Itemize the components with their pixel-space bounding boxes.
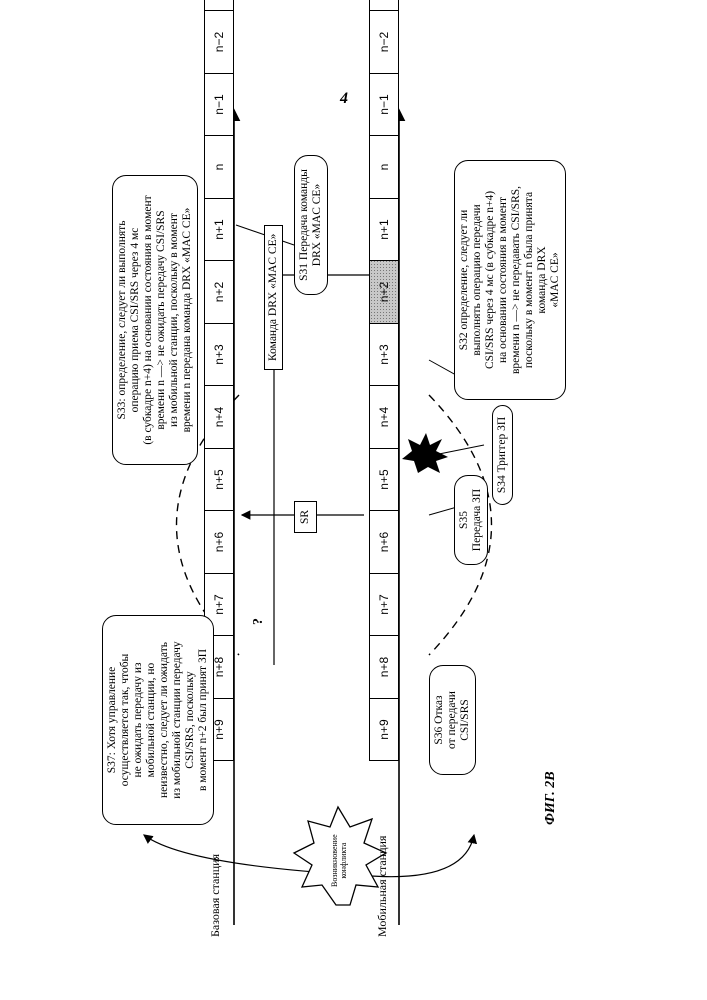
subframe-cell: n−3 xyxy=(204,0,234,12)
question-mark: ? xyxy=(252,618,265,625)
subframe-cell: n xyxy=(204,135,234,199)
s34-line-1: S34 Триггер ЗП xyxy=(496,412,509,498)
s34-leader xyxy=(434,445,484,455)
s34-box: S34 Триггер ЗП xyxy=(492,405,513,505)
subframe-cell: n+3 xyxy=(369,323,399,387)
s31-line-1: S31 Передача команды xyxy=(298,162,311,288)
subframe-cell: n−1 xyxy=(369,73,399,137)
s33-line-5: из мобильной станции, поскольку в момент xyxy=(168,182,181,458)
subframe-cell: n+1 xyxy=(369,198,399,262)
s35-box: S35 Передача ЗП xyxy=(454,475,488,565)
subframe-cell: n xyxy=(369,135,399,199)
s32-line-1: S32 определение, следует ли xyxy=(458,167,471,393)
mobile-station-subframes: n−3n−2n−1nn+1n+2n+3n+4n+5n+6n+7n+8n+9 xyxy=(369,0,399,760)
s32-line-3: CSI/SRS через 4 мс (в субкадре n+4) xyxy=(484,167,497,393)
drx-command-label: Команда DRX «MAC CE» xyxy=(267,234,280,361)
subframe-cell: n−3 xyxy=(369,0,399,12)
trigger-burst xyxy=(402,433,448,473)
subframe-cell: n+5 xyxy=(204,448,234,512)
conflict-label: Возникновение конфликта xyxy=(330,834,348,887)
subframe-cell: n+5 xyxy=(369,448,399,512)
subframe-cell: n−2 xyxy=(369,10,399,74)
s32-line-2: выполнять операцию передачи xyxy=(471,167,484,393)
s36-box: S36 Отказ от передачи CSI/SRS xyxy=(429,665,476,775)
s33-line-4: времени n —> не ожидать передачу CSI/SRS xyxy=(155,182,168,458)
s33-line-2: операцию приема CSI/SRS через 4 мс xyxy=(129,182,142,458)
s32-box: S32 определение, следует ли выполнять оп… xyxy=(454,160,566,400)
figure-caption: ФИГ. 2В xyxy=(544,771,557,825)
s33-line-6: времени n передана команда DRX «MAC CE» xyxy=(181,182,194,458)
subframe-cell: n+2 xyxy=(204,260,234,324)
s32-line-4: на основании состояния в момент xyxy=(497,167,510,393)
timing-diagram: Базовая станция Базовая станция n−3n−2n−… xyxy=(124,105,584,945)
subframe-cell: n+6 xyxy=(204,510,234,574)
s37-line-4: мобильной станции, но xyxy=(145,622,158,818)
s32-line-5: времени n —> не передавать CSI/SRS, xyxy=(510,167,523,393)
s37-line-2: осуществляется так, чтобы xyxy=(119,622,132,818)
subframe-cell: n+8 xyxy=(369,635,399,699)
subframe-cell: n+2 xyxy=(369,260,399,324)
s37-line-7: CSI/SRS, поскольку xyxy=(184,622,197,818)
subframe-cell: n+1 xyxy=(204,198,234,262)
subframe-cell: n+7 xyxy=(369,573,399,637)
drx-command-box: Команда DRX «MAC CE» xyxy=(264,225,283,370)
subframe-cell: n−2 xyxy=(204,10,234,74)
s36-line-1: S36 Отказ xyxy=(433,672,446,768)
s37-line-6: из мобильной станции передачу xyxy=(171,622,184,818)
base-station-label-visible: Базовая станция xyxy=(209,854,222,937)
s36-line-3: CSI/SRS xyxy=(459,672,472,768)
subframe-cell: n+4 xyxy=(369,385,399,449)
s37-line-1: S37: Хотя управление xyxy=(106,622,119,818)
s33-line-1: S33: определение, следует ли выполнять xyxy=(116,182,129,458)
s35-line-1: S35 xyxy=(458,482,471,558)
conflict-label-line-1: Возникновение xyxy=(330,834,339,887)
s37-line-8: в момент n+2 был принят ЗП xyxy=(197,622,210,818)
mobile-station-label: Мобильная станция xyxy=(376,836,389,937)
s33-line-3: (в субкадре n+4) на основании состояния … xyxy=(142,182,155,458)
s37-box: S37: Хотя управление осуществляется так,… xyxy=(102,615,214,825)
s37-line-3: не ожидать передачу из xyxy=(132,622,145,818)
s32-line-6: поскольку в момент n была принята xyxy=(523,167,536,393)
subframe-cell: n+3 xyxy=(204,323,234,387)
s33-box: S33: определение, следует ли выполнять о… xyxy=(112,175,198,465)
s32-line-7: команда DRX xyxy=(536,167,549,393)
s31-line-2: DRX «MAC CE» xyxy=(311,162,324,288)
sr-label: SR xyxy=(299,510,312,524)
s31-box: S31 Передача команды DRX «MAC CE» xyxy=(294,155,328,295)
subframe-cell: n+9 xyxy=(369,698,399,762)
s32-line-8: «MAC CE» xyxy=(549,167,562,393)
s37-line-5: неизвестно, следует ли ожидать xyxy=(158,622,171,818)
subframe-cell: n+6 xyxy=(369,510,399,574)
s35-line-2: Передача ЗП xyxy=(471,482,484,558)
sr-box: SR xyxy=(294,501,317,533)
subframe-cell: n+4 xyxy=(204,385,234,449)
conflict-label-line-2: конфликта xyxy=(339,834,348,887)
s36-line-2: от передачи xyxy=(446,672,459,768)
subframe-cell: n−1 xyxy=(204,73,234,137)
